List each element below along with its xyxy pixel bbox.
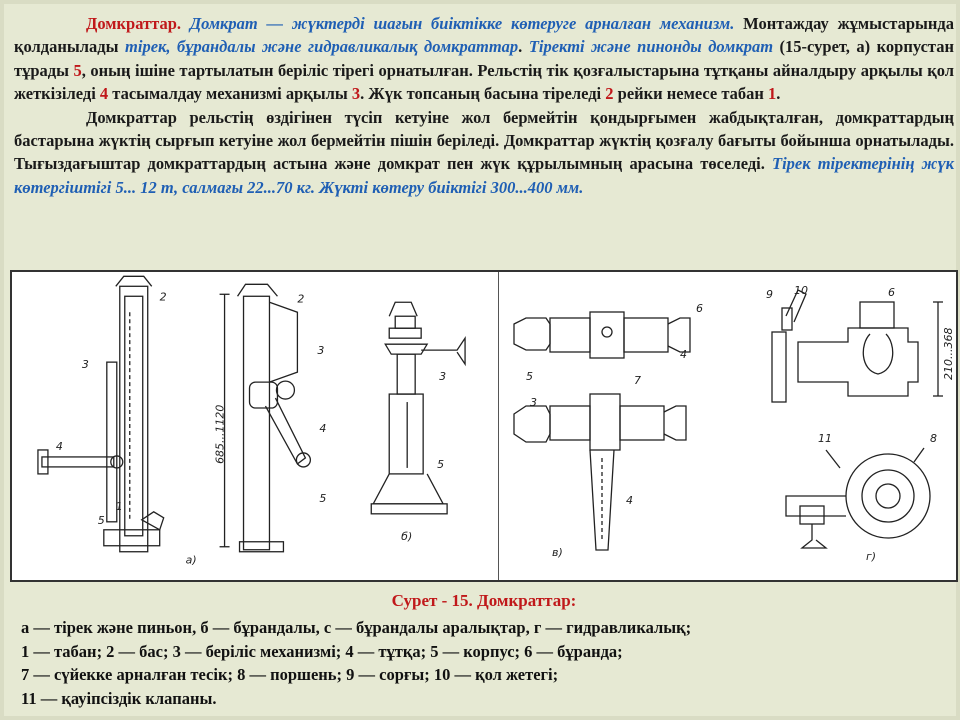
label-6g: 6 [888,286,895,299]
text-fragment: тасымалдау механизмі арқылы [108,84,352,104]
caption-title: Сурет - 15. Домкраттар: [391,591,577,610]
label-11: 11 [818,432,832,445]
ref-number-2: 2 [605,84,614,104]
ref-number-4: 4 [99,84,109,104]
label-g: г) [866,550,876,563]
definition-sentence: Домкрат — жүктерді шағын биіктікке көтер… [181,14,735,33]
text-fragment: . [776,84,781,104]
dimension-g: 210...368 [942,328,955,380]
label-9: 9 [766,288,773,301]
label-8: 8 [930,432,937,445]
label-5c: 5 [437,458,444,471]
label-1: 1 [116,500,123,513]
figure-panel-right: 6 7 4 5 3 4 в) 9 10 6 210...368 11 8 г) [500,272,956,580]
label-4b: 4 [319,422,326,435]
label-4: 4 [56,440,63,453]
label-5b: 5 [319,492,326,505]
label-3c: 3 [439,370,446,383]
text-fragment: . Жүк топсаның басына тіреледі [360,84,606,104]
label-10: 10 [794,284,808,297]
label-7: 7 [634,374,641,387]
caption-line: 1 — табан; 2 — бас; 3 — беріліс механизм… [21,641,623,661]
label-3v: 3 [530,396,537,409]
text-fragment: , оның ішіне тартылатын беріліс тірегі о… [14,60,954,104]
caption-legend: а — тірек және пиньон, б — бұрандалы, с … [21,616,951,710]
label-4v: 4 [680,348,687,361]
ref-number-3: 3 [351,84,361,104]
label-v: в) [552,546,563,559]
text-block: Домкраттар. Домкрат — жүктерді шағын биі… [14,12,954,199]
label-6: 6 [696,302,703,315]
label-3: 3 [82,358,89,371]
dimension-a: 685...1120 [214,405,227,464]
text-fragment: рейки немесе табан [613,84,769,104]
label-2: 2 [160,290,167,303]
figure-panel-left: 2 3 4 5 1 2 3 4 5 685...1120 а) 3 5 б) [12,272,499,580]
drawing-jacks-v-g: 6 7 4 5 3 4 в) 9 10 6 210...368 11 8 г) [513,284,955,563]
drawing-jacks-a-b: 2 3 4 5 1 2 3 4 5 685...1120 а) 3 5 б) [37,275,466,567]
label-2b: 2 [297,292,304,305]
caption-line: 7 — сүйекке арналған тесік; 8 — поршень;… [21,665,559,684]
slide: Домкраттар. Домкрат — жүктерді шағын биі… [4,4,958,716]
label-3b: 3 [317,344,324,357]
text-fragment: Монтаждау жұмыстарында қолданылады [14,14,954,57]
label-a: а) [186,554,197,567]
text-fragment: . [518,37,529,57]
ref-number-1: 1 [768,84,777,104]
caption-line: 11 — қауіпсіздік клапаны. [21,688,217,708]
rack-pinion-term: Тіректі және пинонды домкрат [528,37,774,57]
text-fragment: (15-сурет, а) корпустан тұрады [14,37,954,80]
paragraph-1: Домкраттар. Домкрат — жүктерді шағын биі… [14,12,954,106]
figure-15: 2 3 4 5 1 2 3 4 5 685...1120 а) 3 5 б) [10,270,958,582]
ref-number-5: 5 [73,60,82,80]
label-5v: 5 [526,370,533,383]
caption-line: а — тірек және пиньон, б — бұрандалы, с … [21,618,692,637]
label-b: б) [401,530,412,543]
text-fragment: Домкраттар рельстің өздігінен түсіп кету… [14,107,954,174]
paragraph-2: Домкраттар рельстің өздігінен түсіп кету… [14,106,954,200]
specs-sentence: Тірек тіректерінің жүк көтергіштігі 5...… [14,154,954,197]
label-5: 5 [98,514,105,527]
jack-types: тірек, бұрандалы және гидравликалық домк… [125,37,519,57]
heading-jacks: Домкраттар. [86,14,181,33]
label-4v2: 4 [626,494,633,507]
